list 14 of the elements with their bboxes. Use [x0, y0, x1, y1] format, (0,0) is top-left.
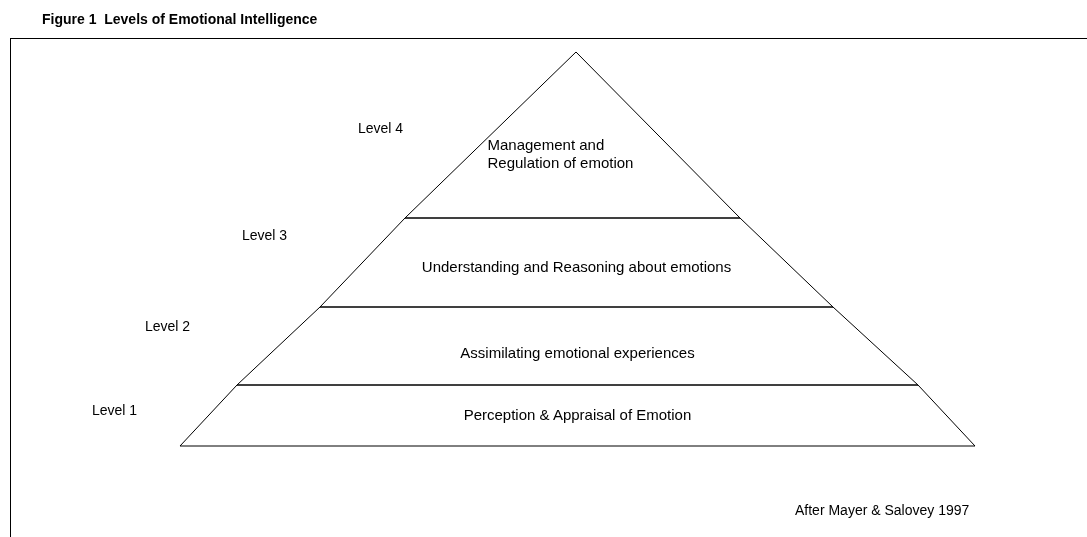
- pyramid-band: [237, 307, 918, 385]
- pyramid-band: [320, 218, 833, 307]
- level-description: Understanding and Reasoning about emotions: [420, 258, 733, 276]
- pyramid-band: [180, 385, 975, 446]
- level-label: Level 3: [242, 226, 288, 245]
- figure-title: Figure 1 Levels of Emotional Intelligence: [42, 10, 318, 29]
- level-description: Assimilating emotional experiences: [459, 344, 696, 362]
- level-label: Level 4: [358, 119, 404, 138]
- level-description: Management and Regulation of emotion: [487, 136, 635, 172]
- level-label: Level 2: [145, 317, 191, 336]
- pyramid-top-triangle: [405, 52, 740, 218]
- level-description: Perception & Appraisal of Emotion: [462, 406, 693, 424]
- level-label: Level 1: [92, 401, 138, 420]
- source-caption: After Mayer & Salovey 1997: [795, 501, 970, 520]
